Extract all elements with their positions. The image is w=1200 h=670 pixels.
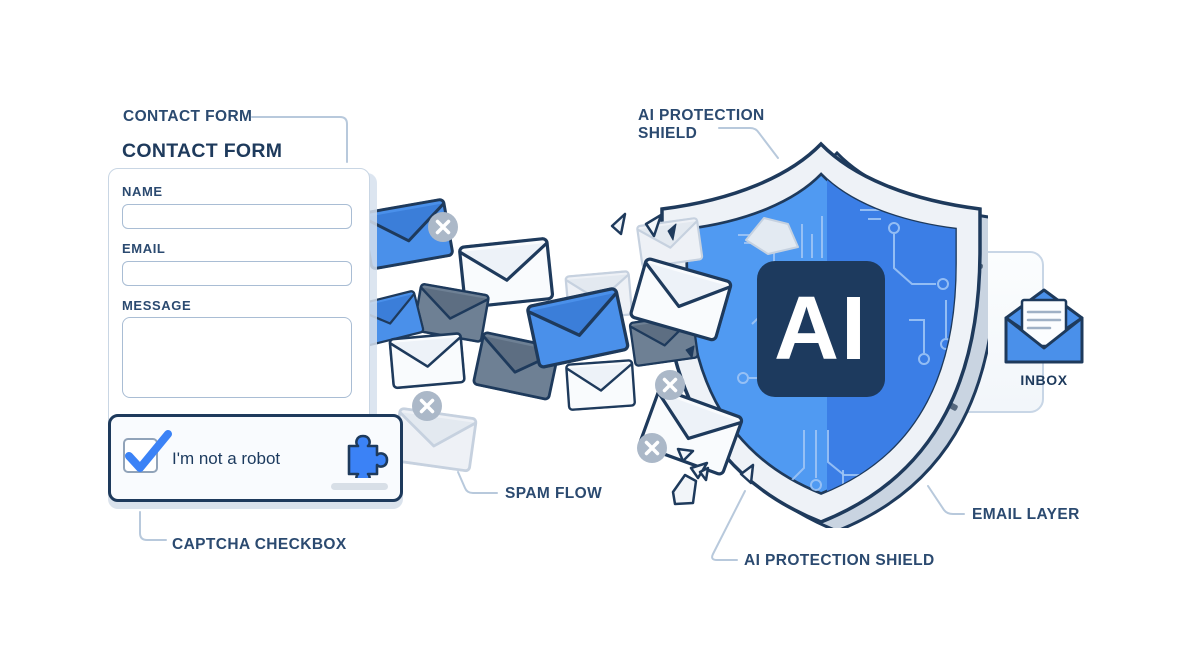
captcha-label: I'm not a robot <box>172 449 281 468</box>
spam-flow-connector <box>457 471 498 494</box>
blocked-x-icon <box>428 212 458 242</box>
puzzle-icon <box>347 434 389 478</box>
ai-badge-label: AI <box>774 278 868 379</box>
captcha-connector <box>139 511 167 541</box>
blocked-x-icon <box>637 433 667 463</box>
blocked-x-icon <box>655 370 685 400</box>
checkbox-check-icon <box>125 430 172 472</box>
shield-top-annotation-line1: AI PROTECTION <box>638 107 765 124</box>
shield-top-annotation: AI PROTECTION SHIELD <box>638 107 765 143</box>
shattered-fragments <box>610 212 799 506</box>
email-layer-connector <box>927 485 965 515</box>
ai-badge <box>757 261 885 397</box>
shield-bottom-annotation: AI PROTECTION SHIELD <box>744 552 935 569</box>
captcha-drag-bar <box>331 483 388 490</box>
message-input[interactable] <box>122 317 352 398</box>
email-input[interactable] <box>122 261 352 286</box>
spam-flow-annotation: SPAM FLOW <box>505 485 603 502</box>
inbox-envelope-icon <box>1004 288 1084 364</box>
message-label: MESSAGE <box>122 298 192 313</box>
email-label: EMAIL <box>122 241 166 256</box>
contact-form-connector <box>251 116 348 163</box>
email-layer-annotation: EMAIL LAYER <box>972 506 1080 523</box>
shield-top-connector <box>718 127 779 159</box>
contact-form-annotation: CONTACT FORM <box>123 108 253 125</box>
blocked-x-icons <box>412 212 685 463</box>
form-heading: CONTACT FORM <box>122 140 283 162</box>
shield-bottom-connector <box>711 490 746 561</box>
name-label: NAME <box>122 184 163 199</box>
ai-shield-icon <box>660 141 988 528</box>
name-input[interactable] <box>122 204 352 229</box>
blocked-x-icon <box>412 391 442 421</box>
inbox-label: INBOX <box>1020 372 1068 388</box>
captcha-annotation: CAPTCHA CHECKBOX <box>172 536 347 553</box>
shield-top-annotation-line2: SHIELD <box>638 125 698 142</box>
